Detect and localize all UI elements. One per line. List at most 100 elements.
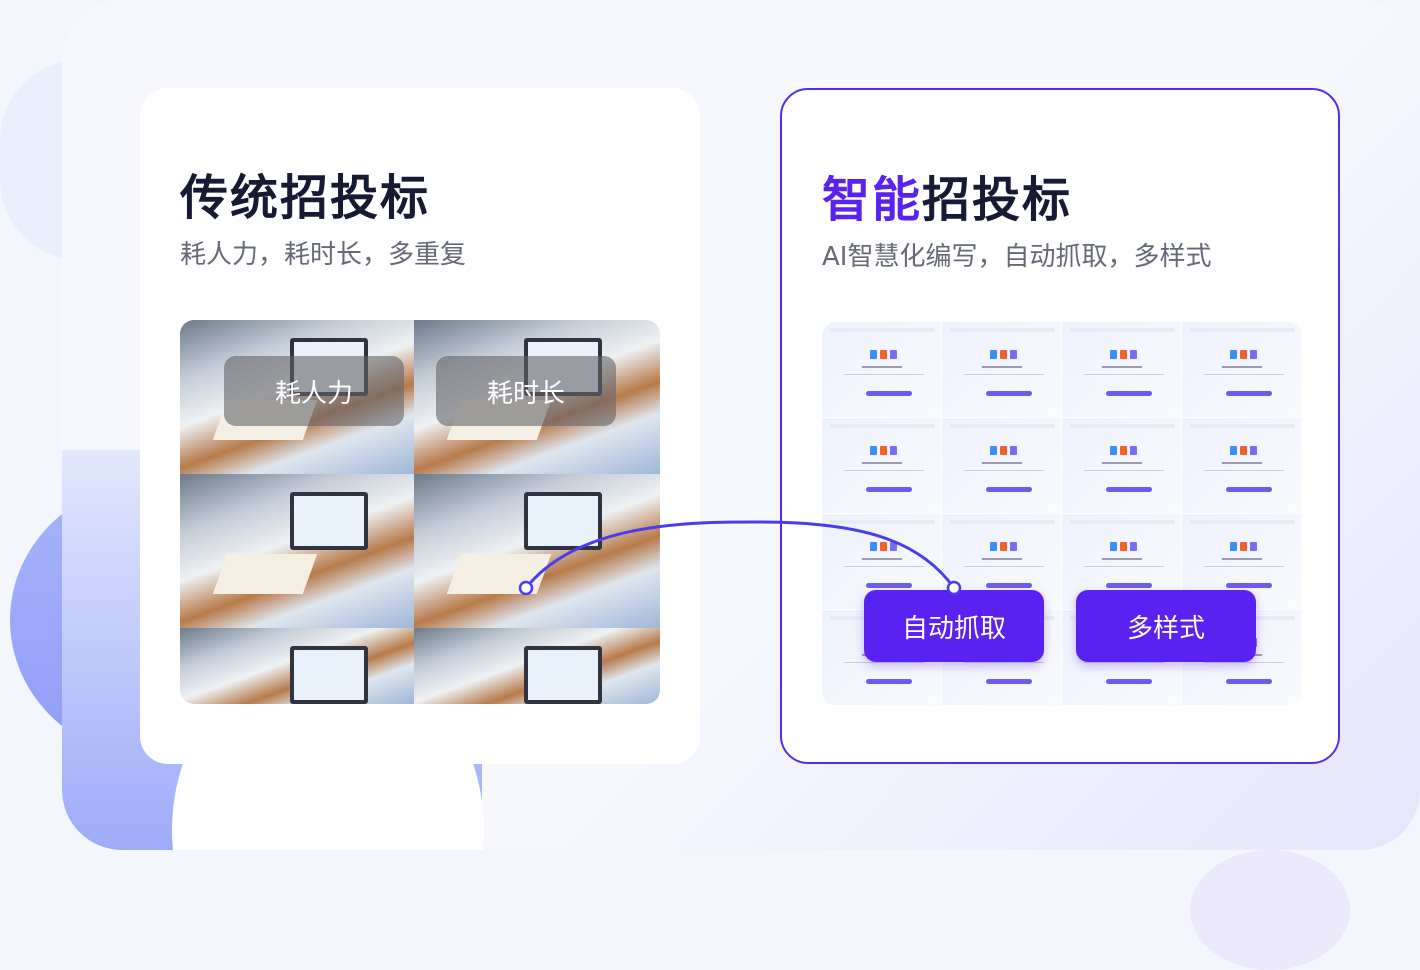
- template-thumbnail: [1182, 418, 1302, 514]
- ppt-icon: [1120, 446, 1127, 455]
- file-icons: [1230, 542, 1257, 551]
- file-icon: [1130, 446, 1137, 455]
- template-thumbnail: [942, 322, 1062, 418]
- upload-button: [986, 391, 1032, 396]
- file-icons: [1110, 350, 1137, 359]
- doc-icon: [1110, 446, 1117, 455]
- doc-icon: [990, 350, 997, 359]
- thumb-header: [1070, 424, 1175, 428]
- file-icons: [870, 350, 897, 359]
- doc-icon: [990, 542, 997, 551]
- doc-icon: [870, 350, 877, 359]
- traditional-title: 传统招投标: [180, 170, 431, 226]
- thumb-text: [1084, 374, 1164, 375]
- doc-icon: [1110, 350, 1117, 359]
- doc-icon: [990, 446, 997, 455]
- doc-icon: [1230, 542, 1237, 551]
- thumb-text: [1204, 662, 1284, 663]
- upload-button: [866, 487, 912, 492]
- thumb-text: [964, 470, 1044, 471]
- thumb-text: [1084, 566, 1164, 567]
- ppt-icon: [880, 446, 887, 455]
- photo-tile: [180, 628, 414, 704]
- photo-tile: [414, 474, 660, 628]
- file-icon: [1010, 542, 1017, 551]
- thumb-text: [862, 462, 902, 464]
- thumb-text: [1204, 374, 1284, 375]
- template-thumbnail: [822, 322, 942, 418]
- file-icons: [1110, 542, 1137, 551]
- thumb-header: [1070, 520, 1175, 524]
- thumb-text: [844, 566, 924, 567]
- file-icon: [890, 542, 897, 551]
- thumb-text: [982, 366, 1022, 368]
- thumb-text: [1084, 662, 1164, 663]
- thumb-text: [862, 558, 902, 560]
- upload-button: [1106, 679, 1152, 684]
- upload-button: [986, 487, 1032, 492]
- thumb-text: [964, 566, 1044, 567]
- thumb-text: [1102, 462, 1142, 464]
- upload-button: [866, 583, 912, 588]
- tag-time: 耗时长: [436, 356, 616, 426]
- upload-button: [1226, 487, 1272, 492]
- thumb-header: [950, 328, 1055, 332]
- template-thumbnail: [822, 418, 942, 514]
- thumb-text: [1084, 470, 1164, 471]
- upload-button: [866, 391, 912, 396]
- ppt-icon: [1120, 350, 1127, 359]
- thumb-text: [1222, 366, 1262, 368]
- doc-icon: [870, 446, 877, 455]
- photo-tile: [414, 628, 660, 704]
- doc-icon: [1230, 350, 1237, 359]
- smart-title-rest: 招投标: [922, 172, 1073, 228]
- multi-style-button[interactable]: 多样式: [1076, 590, 1256, 662]
- file-icons: [1110, 446, 1137, 455]
- photo-tile: [180, 474, 414, 628]
- ppt-icon: [1120, 542, 1127, 551]
- upload-button: [1106, 391, 1152, 396]
- thumb-text: [1222, 462, 1262, 464]
- traditional-subtitle: 耗人力，耗时长，多重复: [180, 240, 467, 270]
- traditional-card: 传统招投标 耗人力，耗时长，多重复 耗人力 耗时长: [140, 88, 700, 764]
- thumb-text: [1204, 566, 1284, 567]
- ppt-icon: [1240, 350, 1247, 359]
- ppt-icon: [1000, 350, 1007, 359]
- ppt-icon: [1000, 542, 1007, 551]
- thumb-text: [1102, 366, 1142, 368]
- smart-title: 智能招投标: [822, 160, 1072, 230]
- auto-capture-button[interactable]: 自动抓取: [864, 590, 1044, 662]
- file-icon: [1250, 350, 1257, 359]
- smart-card: 智能招投标 AI智慧化编写，自动抓取，多样式 自动抓取 多样式: [780, 88, 1340, 764]
- file-icons: [870, 446, 897, 455]
- thumb-header: [950, 424, 1055, 428]
- template-thumbnail: [1062, 322, 1182, 418]
- ppt-icon: [1000, 446, 1007, 455]
- file-icon: [1010, 446, 1017, 455]
- file-icons: [1230, 350, 1257, 359]
- thumb-text: [844, 662, 924, 663]
- thumb-text: [964, 374, 1044, 375]
- ppt-icon: [880, 350, 887, 359]
- thumb-header: [1070, 328, 1175, 332]
- doc-icon: [1110, 542, 1117, 551]
- ppt-icon: [1240, 542, 1247, 551]
- thumb-text: [964, 662, 1044, 663]
- upload-button: [866, 679, 912, 684]
- thumb-text: [844, 470, 924, 471]
- smart-subtitle: AI智慧化编写，自动抓取，多样式: [822, 242, 1212, 272]
- ppt-icon: [1240, 446, 1247, 455]
- thumb-text: [1102, 558, 1142, 560]
- file-icon: [890, 350, 897, 359]
- file-icon: [1130, 542, 1137, 551]
- template-thumbnail: [1062, 418, 1182, 514]
- upload-button: [1106, 487, 1152, 492]
- upload-button: [986, 583, 1032, 588]
- thumb-header: [950, 520, 1055, 524]
- thumb-text: [1204, 470, 1284, 471]
- doc-icon: [1230, 446, 1237, 455]
- upload-button: [986, 679, 1032, 684]
- thumb-text: [862, 366, 902, 368]
- thumb-header: [830, 424, 935, 428]
- file-icons: [1230, 446, 1257, 455]
